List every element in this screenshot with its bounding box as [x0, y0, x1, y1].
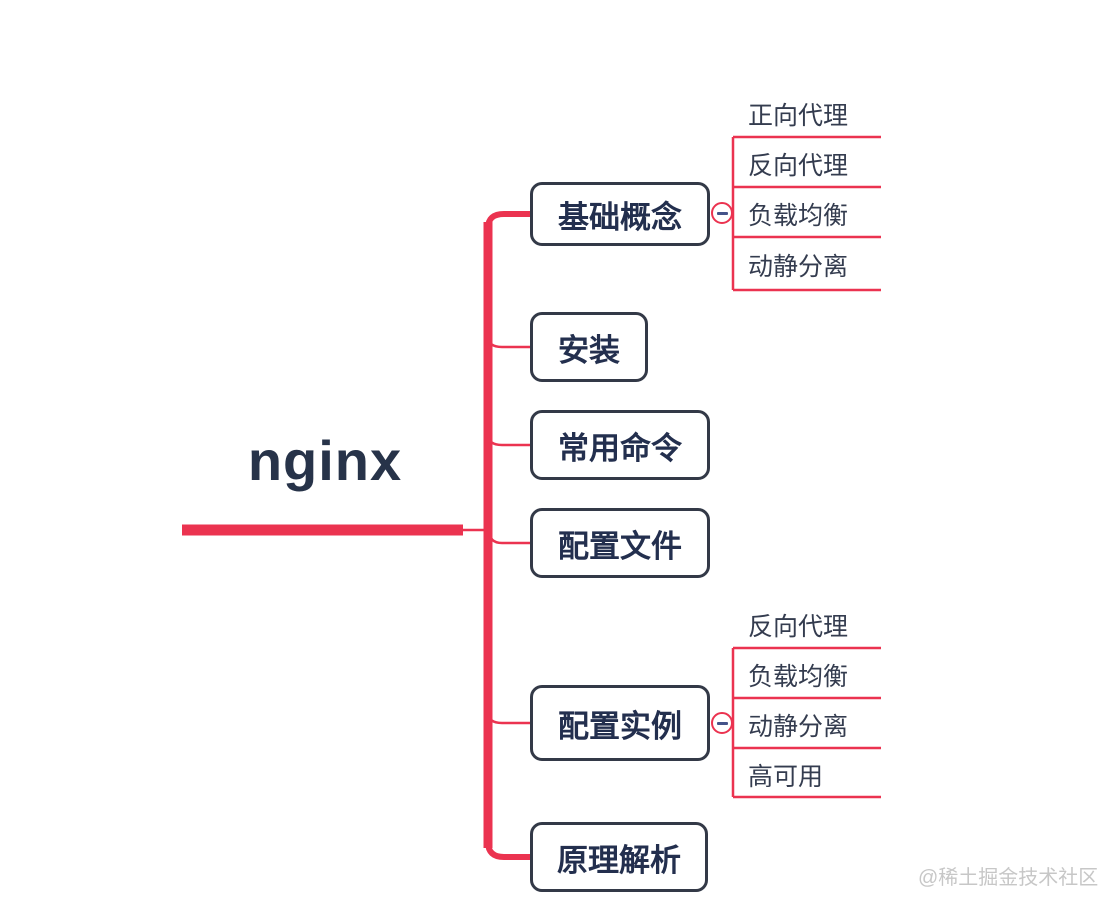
child-node-reverse-proxy-example[interactable]: 反向代理 — [748, 613, 849, 641]
node-label: 常用命令 — [558, 430, 682, 466]
node-config-examples[interactable]: 配置实例 — [530, 685, 710, 761]
collapse-button-basic-concepts[interactable] — [711, 202, 733, 224]
branch-link-peizhishili — [486, 711, 530, 725]
branch-link-yuanlijiexi — [485, 841, 530, 860]
node-principle-analysis[interactable]: 原理解析 — [530, 822, 708, 892]
node-common-commands[interactable]: 常用命令 — [530, 410, 710, 480]
child-node-dynamic-static-example[interactable]: 动静分离 — [748, 713, 849, 741]
minus-icon — [716, 721, 728, 725]
node-install[interactable]: 安装 — [530, 312, 648, 382]
watermark: @稀土掘金技术社区 — [918, 867, 1099, 889]
node-basic-concepts[interactable]: 基础概念 — [530, 182, 710, 246]
branch-link-jichugainian — [485, 211, 530, 229]
node-label: 安装 — [558, 332, 620, 368]
branch-link-anzhuang — [486, 335, 530, 349]
node-config-file[interactable]: 配置文件 — [530, 508, 710, 578]
child-node-high-availability[interactable]: 高可用 — [748, 763, 824, 791]
node-label: 配置实例 — [558, 708, 682, 744]
child-node-reverse-proxy[interactable]: 反向代理 — [748, 152, 849, 180]
branch-link-peizhiwenjian — [487, 529, 530, 545]
node-label: 原理解析 — [557, 842, 681, 878]
node-label: 基础概念 — [558, 199, 682, 235]
collapse-button-config-examples[interactable] — [711, 712, 733, 734]
branch-link-changyongmingling — [486, 433, 530, 447]
child-node-forward-proxy[interactable]: 正向代理 — [748, 102, 849, 130]
root-node-nginx[interactable]: nginx — [247, 428, 403, 492]
child-node-dynamic-static-separation[interactable]: 动静分离 — [748, 253, 849, 281]
child-node-load-balancing[interactable]: 负载均衡 — [748, 202, 849, 230]
node-label: 配置文件 — [558, 528, 682, 564]
child-node-load-balancing-example[interactable]: 负载均衡 — [748, 663, 849, 691]
minus-icon — [716, 211, 728, 215]
